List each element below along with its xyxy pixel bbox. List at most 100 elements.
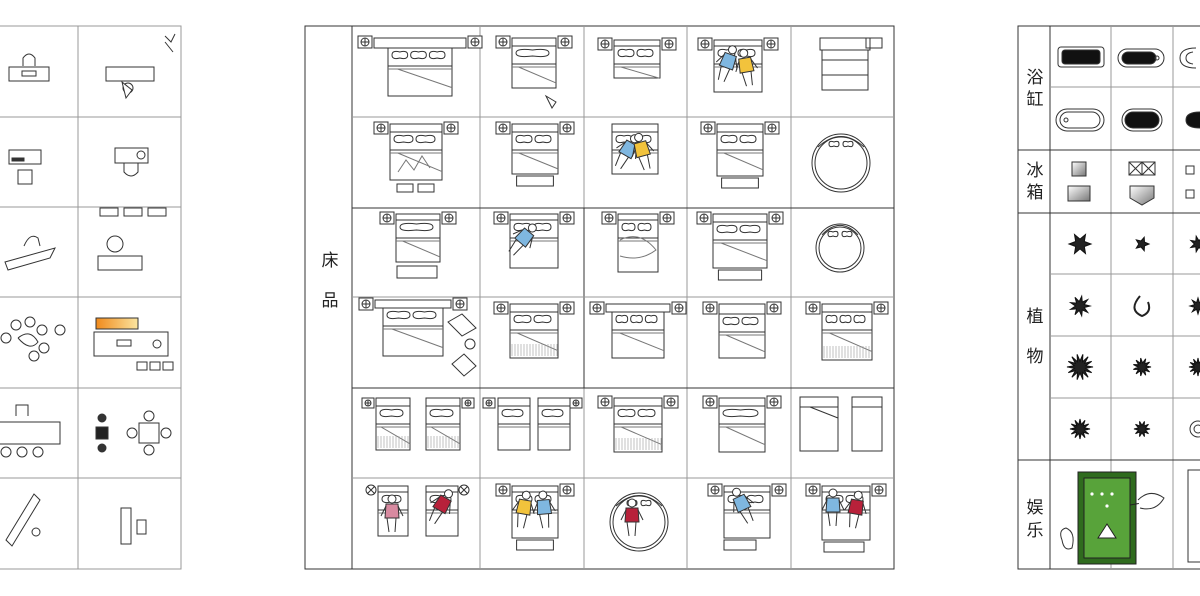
sleeping-figure-icon bbox=[821, 488, 845, 527]
nightstand-icon bbox=[768, 211, 784, 225]
nightstand-icon bbox=[696, 211, 712, 225]
nightstand-icon bbox=[461, 397, 475, 409]
entertainment-label-char-2: 乐 bbox=[1027, 521, 1044, 541]
fridge-icon bbox=[1067, 161, 1091, 202]
nightstand-icon bbox=[697, 37, 713, 51]
nightstand-icon bbox=[482, 397, 496, 409]
nightstand-icon bbox=[569, 397, 583, 409]
nightstand-icon bbox=[871, 483, 887, 497]
nightstand-icon bbox=[771, 483, 787, 497]
nightstand-icon bbox=[467, 35, 483, 49]
nightstand-icon bbox=[766, 395, 782, 409]
nightstand-icon bbox=[659, 211, 675, 225]
bed-icon bbox=[805, 483, 887, 541]
nightstand-icon bbox=[557, 35, 573, 49]
sleeping-figure-icon bbox=[735, 48, 758, 87]
console-with-plant-block bbox=[105, 33, 176, 100]
nightstand-icon bbox=[493, 211, 509, 225]
cabinet-icon bbox=[1187, 469, 1200, 563]
desk-with-monitor-block bbox=[93, 317, 174, 371]
bed-icon bbox=[373, 121, 459, 181]
nightstand-icon bbox=[702, 301, 718, 315]
nightstand-icon bbox=[559, 121, 575, 135]
bed-icon bbox=[495, 483, 575, 551]
nightstand-icon bbox=[361, 397, 375, 409]
bathtub-icon bbox=[1055, 108, 1105, 132]
stool-icon bbox=[1060, 527, 1074, 550]
nightstand-icon bbox=[597, 37, 613, 51]
plant-icon bbox=[1133, 295, 1151, 318]
bed-icon bbox=[589, 301, 687, 359]
nightstand-icon bbox=[559, 483, 575, 497]
safe-block bbox=[8, 53, 50, 82]
nightstand-icon bbox=[764, 121, 780, 135]
round-bed-icon bbox=[815, 223, 865, 273]
nightstand-icon bbox=[441, 211, 457, 225]
bed-icon bbox=[601, 211, 675, 273]
bed-category-label-char-2: 品 bbox=[322, 291, 339, 311]
bed-blocks bbox=[357, 35, 889, 553]
bathtub-icon bbox=[1117, 48, 1165, 68]
nightstand-icon bbox=[702, 395, 718, 409]
bed-icon bbox=[700, 121, 780, 189]
bed-icon bbox=[597, 37, 677, 79]
nightstand-icon bbox=[559, 301, 575, 315]
plant-icon bbox=[1069, 418, 1091, 440]
fridge-label-char-1: 冰 bbox=[1027, 161, 1044, 181]
bed-panel-grid bbox=[351, 26, 894, 569]
round-bed-icon bbox=[811, 133, 871, 193]
bed-icon bbox=[702, 395, 782, 453]
nightstand-icon bbox=[589, 301, 605, 315]
plants-label-char-1: 植 bbox=[1027, 307, 1044, 327]
nightstand-icon bbox=[663, 395, 679, 409]
cabinet-block bbox=[8, 149, 42, 185]
sleeping-figure-icon bbox=[512, 490, 535, 529]
bathtub-icon bbox=[1185, 111, 1200, 129]
bathtub-icon bbox=[1179, 47, 1197, 69]
bathtub-label-char-1: 浴 bbox=[1027, 68, 1044, 88]
bed-icon bbox=[493, 301, 575, 359]
bed-icon bbox=[805, 301, 889, 361]
bed-icon bbox=[495, 35, 573, 89]
nightstand-icon bbox=[671, 301, 687, 315]
lounge-chair-block bbox=[4, 235, 56, 271]
bed-category-label-char-1: 床 bbox=[322, 251, 339, 271]
nightstand-icon bbox=[707, 483, 723, 497]
nightstand-icon bbox=[495, 483, 511, 497]
plant-icon bbox=[1133, 421, 1151, 437]
fridge-icon bbox=[1128, 161, 1156, 206]
pool-table-icon bbox=[1077, 471, 1165, 565]
bathtub-icon bbox=[1057, 46, 1105, 68]
nightstand-icon bbox=[597, 395, 613, 409]
nightstand-icon bbox=[495, 35, 511, 49]
nightstand-icon bbox=[493, 301, 509, 315]
plant-icon bbox=[1188, 357, 1200, 377]
nightstand-icon bbox=[379, 211, 395, 225]
square-dining-table-block bbox=[95, 410, 172, 456]
bed-icon bbox=[697, 37, 779, 93]
sleeping-figure-icon bbox=[428, 489, 453, 525]
sleeping-figure-icon bbox=[844, 490, 867, 529]
nightstand-icon bbox=[763, 37, 779, 51]
conference-table-block bbox=[0, 404, 61, 458]
bed-icon bbox=[696, 211, 784, 281]
fridge-icon bbox=[1185, 165, 1195, 199]
plant-icon bbox=[1066, 354, 1094, 380]
sleeping-figure-icon bbox=[631, 132, 655, 171]
plant-icon bbox=[1133, 357, 1152, 377]
nightstand-icon bbox=[805, 483, 821, 497]
plants-label-char-2: 物 bbox=[1027, 347, 1044, 367]
plant-icon bbox=[1189, 420, 1200, 438]
left-panel bbox=[0, 25, 182, 570]
radiator-block bbox=[5, 493, 41, 547]
bed-icon bbox=[497, 397, 531, 451]
heater-block bbox=[120, 507, 147, 545]
bed-panel: 床 品 bbox=[304, 25, 895, 570]
fridge-label-char-2: 箱 bbox=[1027, 183, 1044, 203]
nightstand-icon bbox=[357, 35, 373, 49]
bathtub-icon bbox=[1121, 108, 1163, 132]
nightstand-icon bbox=[373, 121, 389, 135]
nightstand-icon bbox=[495, 121, 511, 135]
sleeping-figure-icon bbox=[532, 490, 556, 529]
